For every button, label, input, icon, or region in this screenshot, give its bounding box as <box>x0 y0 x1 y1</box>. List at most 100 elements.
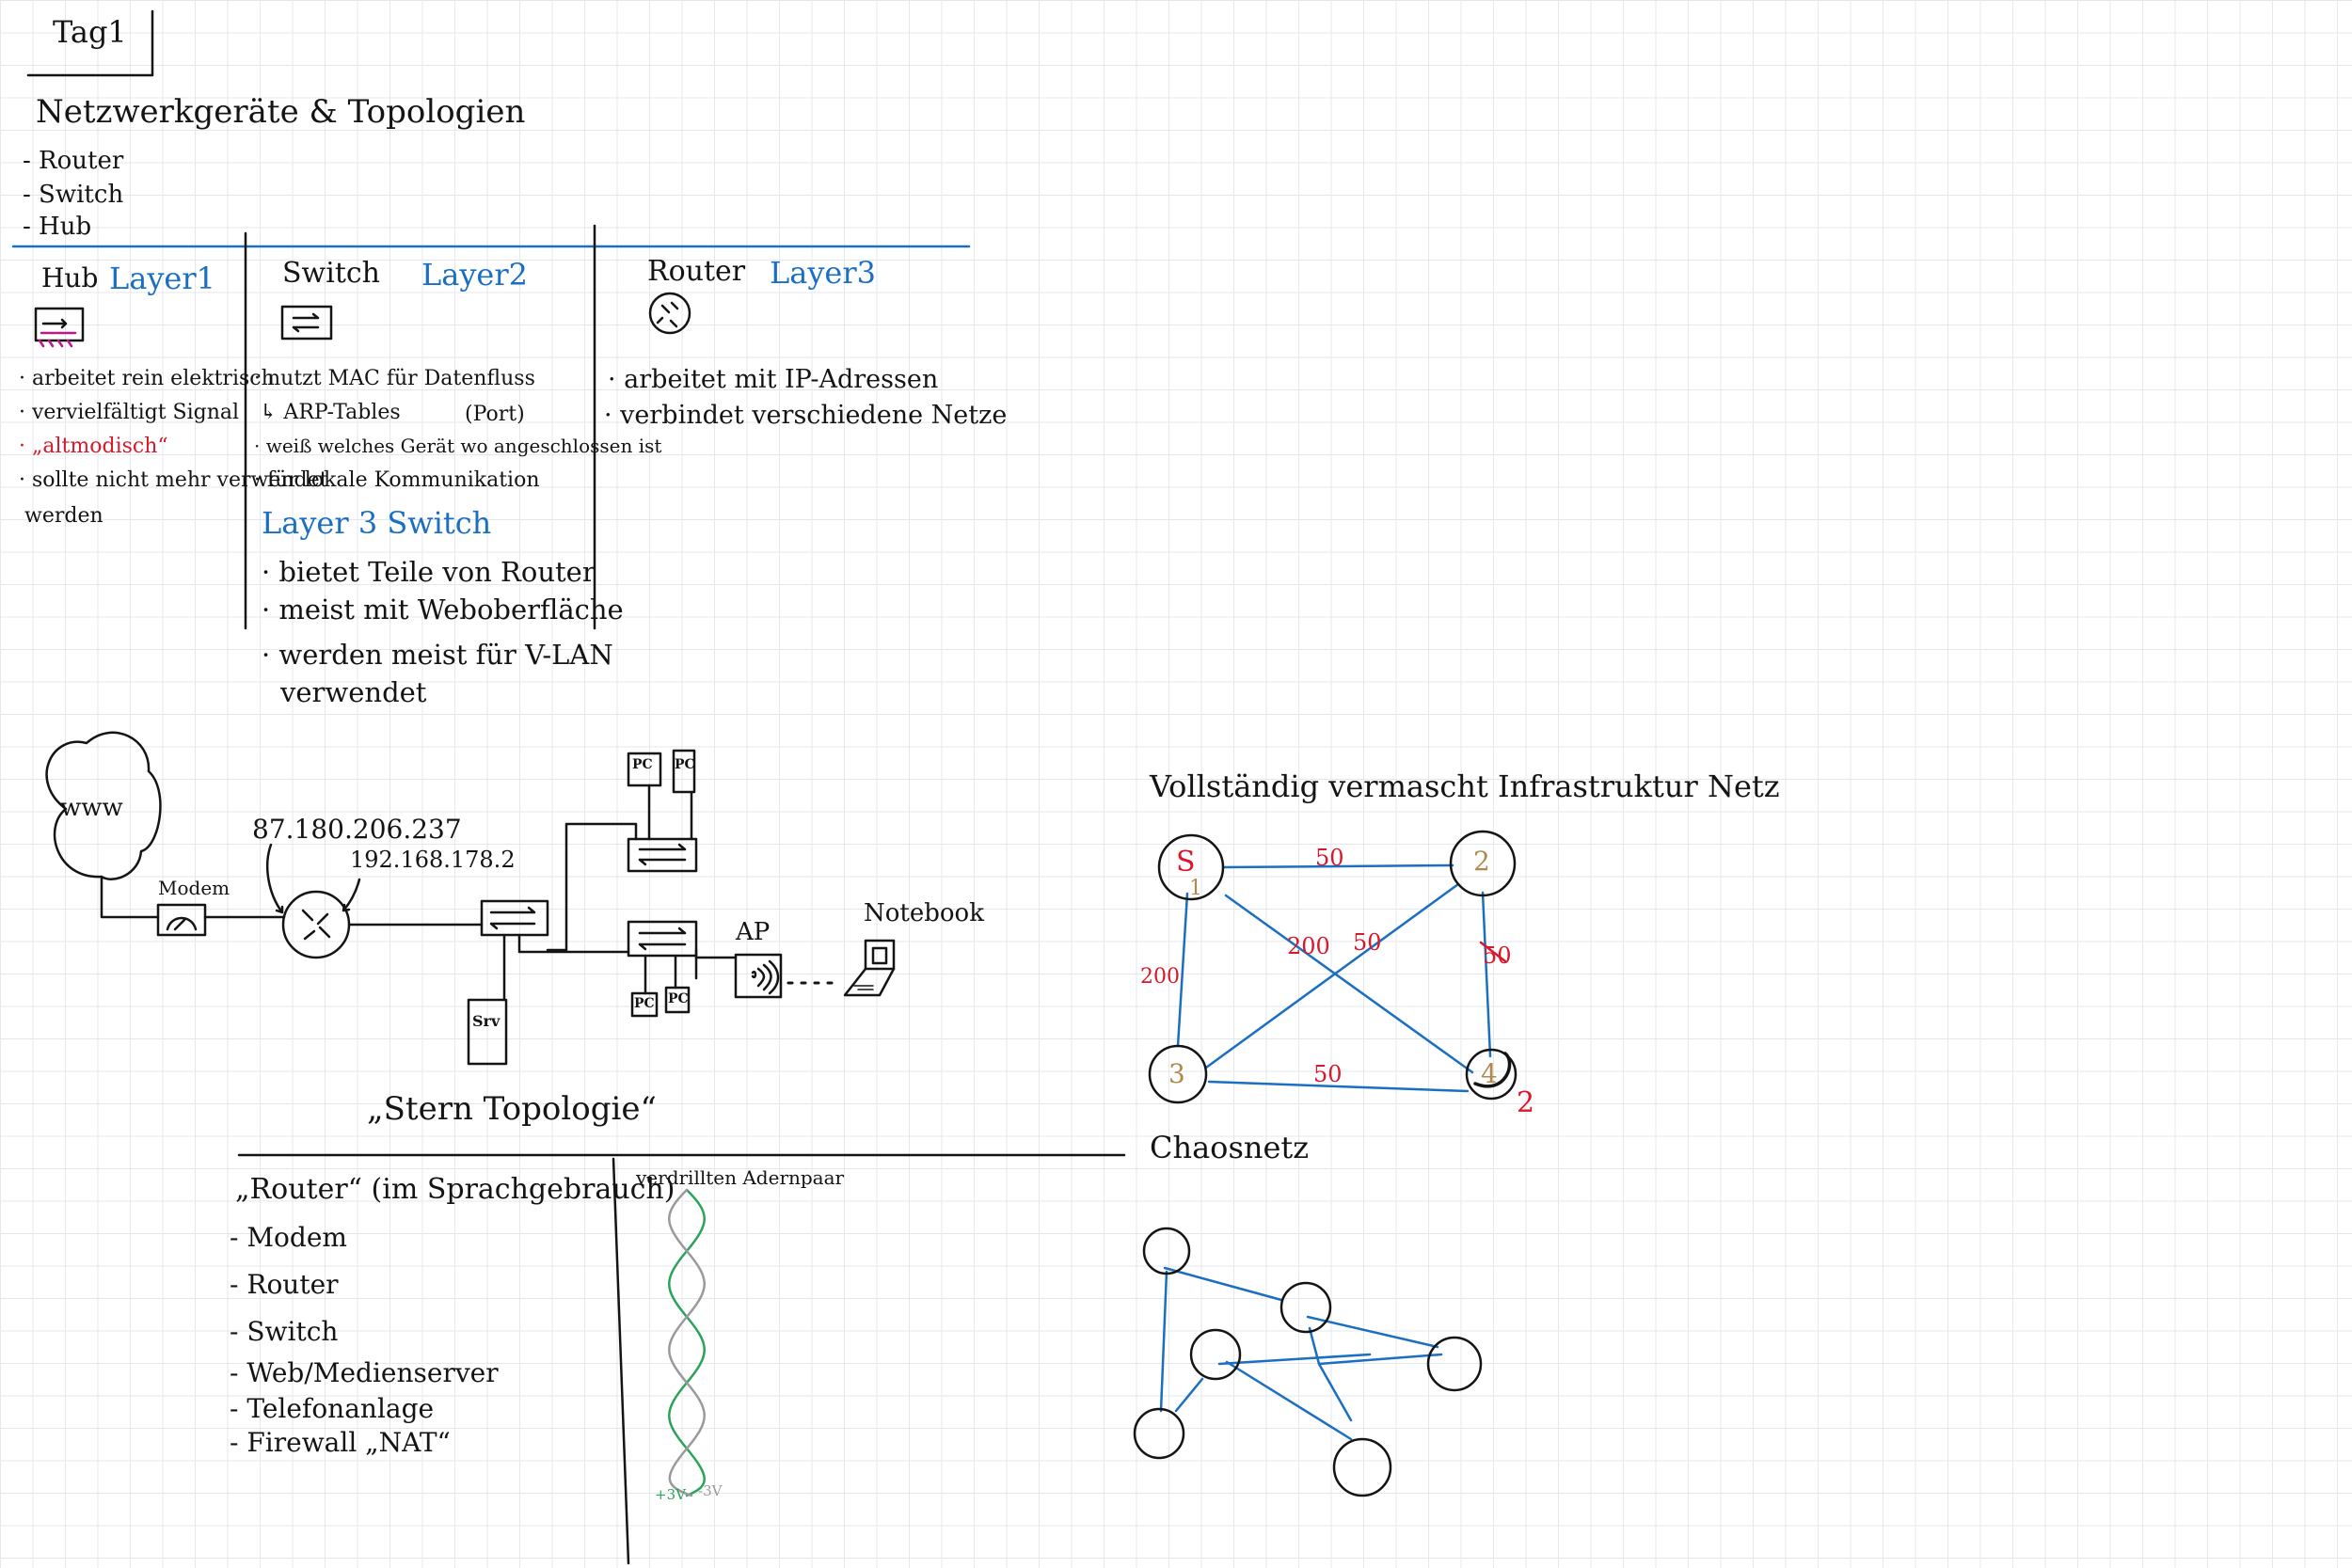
ip-arrow-private <box>342 878 361 912</box>
router-note-1: · arbeitet mit IP-Adressen <box>608 365 939 394</box>
chaos-nodes <box>1133 1227 1483 1497</box>
mesh-title: Vollständig vermascht Infrastruktur Netz <box>1150 768 1780 804</box>
main-title: Netzwerkgeräte & Topologien <box>36 93 526 131</box>
ap-label: AP <box>736 918 771 946</box>
chaos-node-5 <box>1133 1407 1185 1460</box>
switch-note-1: · nutzt MAC für Datenfluss <box>254 367 535 390</box>
link-upper-pcs <box>647 784 693 841</box>
twisted-divider <box>612 1157 630 1565</box>
hub-name: Hub <box>41 262 99 293</box>
modem-box <box>156 903 207 937</box>
pc-box-3 <box>630 991 659 1018</box>
mesh-node-label-2: 2 <box>1473 846 1490 877</box>
router-colloquial-item-2: - Router <box>230 1269 339 1300</box>
crossed-weight-mark <box>1479 941 1507 963</box>
switch-note-3: · weiß welches Gerät wo angeschlossen is… <box>254 435 662 457</box>
link-switch-lower <box>517 933 630 954</box>
star-topology-title: „Stern Topologie“ <box>367 1090 657 1128</box>
switch-note-2: ↳ ARP-Tables <box>260 401 401 424</box>
link-switch-upper <box>546 822 638 952</box>
l3-switch-note-4: verwendet <box>280 676 427 708</box>
pc-box-4 <box>664 986 691 1014</box>
router-colloquial-title: „Router“ (im Sprachgebrauch) <box>235 1173 675 1206</box>
mesh-node-3 <box>1148 1044 1208 1104</box>
chaos-title: Chaosnetz <box>1150 1130 1310 1165</box>
mesh-weight-6: 50 <box>1313 1061 1343 1087</box>
router-colloquial-item-4: - Web/Medienserver <box>230 1357 499 1388</box>
pc-label-3: PC <box>634 996 655 1011</box>
l3-switch-title: Layer 3 Switch <box>262 505 492 541</box>
hub-note-5: werden <box>24 504 103 528</box>
hub-icon <box>34 307 85 348</box>
switch-icon <box>280 305 333 341</box>
mesh-edges <box>1176 863 1492 1093</box>
twisted-minus-label: -3V <box>698 1482 723 1499</box>
mesh-node-4 <box>1465 1048 1518 1101</box>
switch-layer: Layer2 <box>421 257 528 293</box>
router-icon <box>648 292 691 335</box>
notebook-label: Notebook <box>864 899 984 927</box>
lower-switch <box>627 920 698 958</box>
hub-layer: Layer1 <box>109 261 215 296</box>
link-cloud-modem <box>100 875 160 919</box>
pc-box-1 <box>627 752 662 787</box>
l3-switch-note-2: · meist mit Weboberfläche <box>262 594 624 626</box>
mesh-weight-2: 200 <box>1140 965 1180 989</box>
mesh-node-mark-1: 1 <box>1189 877 1202 900</box>
mesh-weight-5: 50 <box>1483 942 1512 969</box>
switch-note-port: (Port) <box>465 403 525 426</box>
ip-private-label: 192.168.178.2 <box>350 847 516 873</box>
ip-public-label: 87.180.206.237 <box>252 814 462 845</box>
pc-label-2: PC <box>675 757 695 772</box>
www-label: www <box>60 794 123 822</box>
router-colloquial-item-3: - Switch <box>230 1316 339 1347</box>
chaos-node-1 <box>1142 1227 1191 1275</box>
router-node <box>281 890 351 959</box>
upper-switch <box>627 837 698 873</box>
chaos-edges <box>1159 1266 1443 1441</box>
chaos-node-3 <box>1189 1328 1242 1381</box>
device-list-switch: - Switch <box>23 181 124 209</box>
mesh-node-label-3: 3 <box>1168 1058 1185 1089</box>
hub-note-4: · sollte nicht mehr verwendet <box>19 468 328 492</box>
hub-note-2: · vervielfältigt Signal <box>19 401 240 424</box>
cloud-icon <box>45 731 162 880</box>
router-colloquial-item-1: - Modem <box>230 1222 347 1253</box>
mesh-weight-1: 50 <box>1315 845 1344 871</box>
chaos-node-6 <box>1332 1437 1392 1497</box>
twisted-pair <box>668 1188 706 1497</box>
twisted-pair-title: verdrillten Adernpaar <box>636 1166 845 1189</box>
mesh-node-mark-2: 2 <box>1517 1086 1535 1119</box>
twisted-plus-label: +3V <box>655 1486 686 1503</box>
mesh-node-label-s: S <box>1176 846 1196 879</box>
core-switch <box>480 899 549 937</box>
ap-box <box>734 953 783 999</box>
switch-name: Switch <box>282 257 381 290</box>
router-name: Router <box>647 255 746 288</box>
srv-label: Srv <box>472 1012 501 1030</box>
hub-note-1: · arbeitet rein elektrisch <box>19 367 275 390</box>
tag-label: Tag1 <box>53 14 127 50</box>
tag-box <box>26 9 154 77</box>
device-list-router: - Router <box>23 147 124 175</box>
mesh-node-label-4: 4 <box>1481 1058 1498 1089</box>
device-list-hub: - Hub <box>23 213 92 241</box>
srv-box <box>467 998 508 1066</box>
mesh-weight-3: 50 <box>1353 929 1382 956</box>
switch-note-4: · für lokale Kommunikation <box>254 468 540 492</box>
mesh-weight-4: 200 <box>1287 933 1330 959</box>
mesh-nodes <box>1148 830 1518 1104</box>
modem-label: Modem <box>158 877 230 899</box>
pc-label-4: PC <box>668 991 689 1006</box>
notebook-icon <box>843 939 896 997</box>
ip-arrow-public <box>265 843 284 914</box>
router-colloquial-item-6: - Firewall „NAT“ <box>230 1427 451 1458</box>
link-lower-pcs <box>644 948 698 995</box>
mesh-node-s <box>1157 833 1225 901</box>
l3-switch-note-3: · werden meist für V-LAN <box>262 639 613 671</box>
hub-note-3: · „altmodisch“ <box>19 435 168 458</box>
router-layer: Layer3 <box>770 255 876 291</box>
l3-switch-note-1: · bietet Teile von Router <box>262 556 596 588</box>
chaos-node-2 <box>1279 1281 1332 1334</box>
